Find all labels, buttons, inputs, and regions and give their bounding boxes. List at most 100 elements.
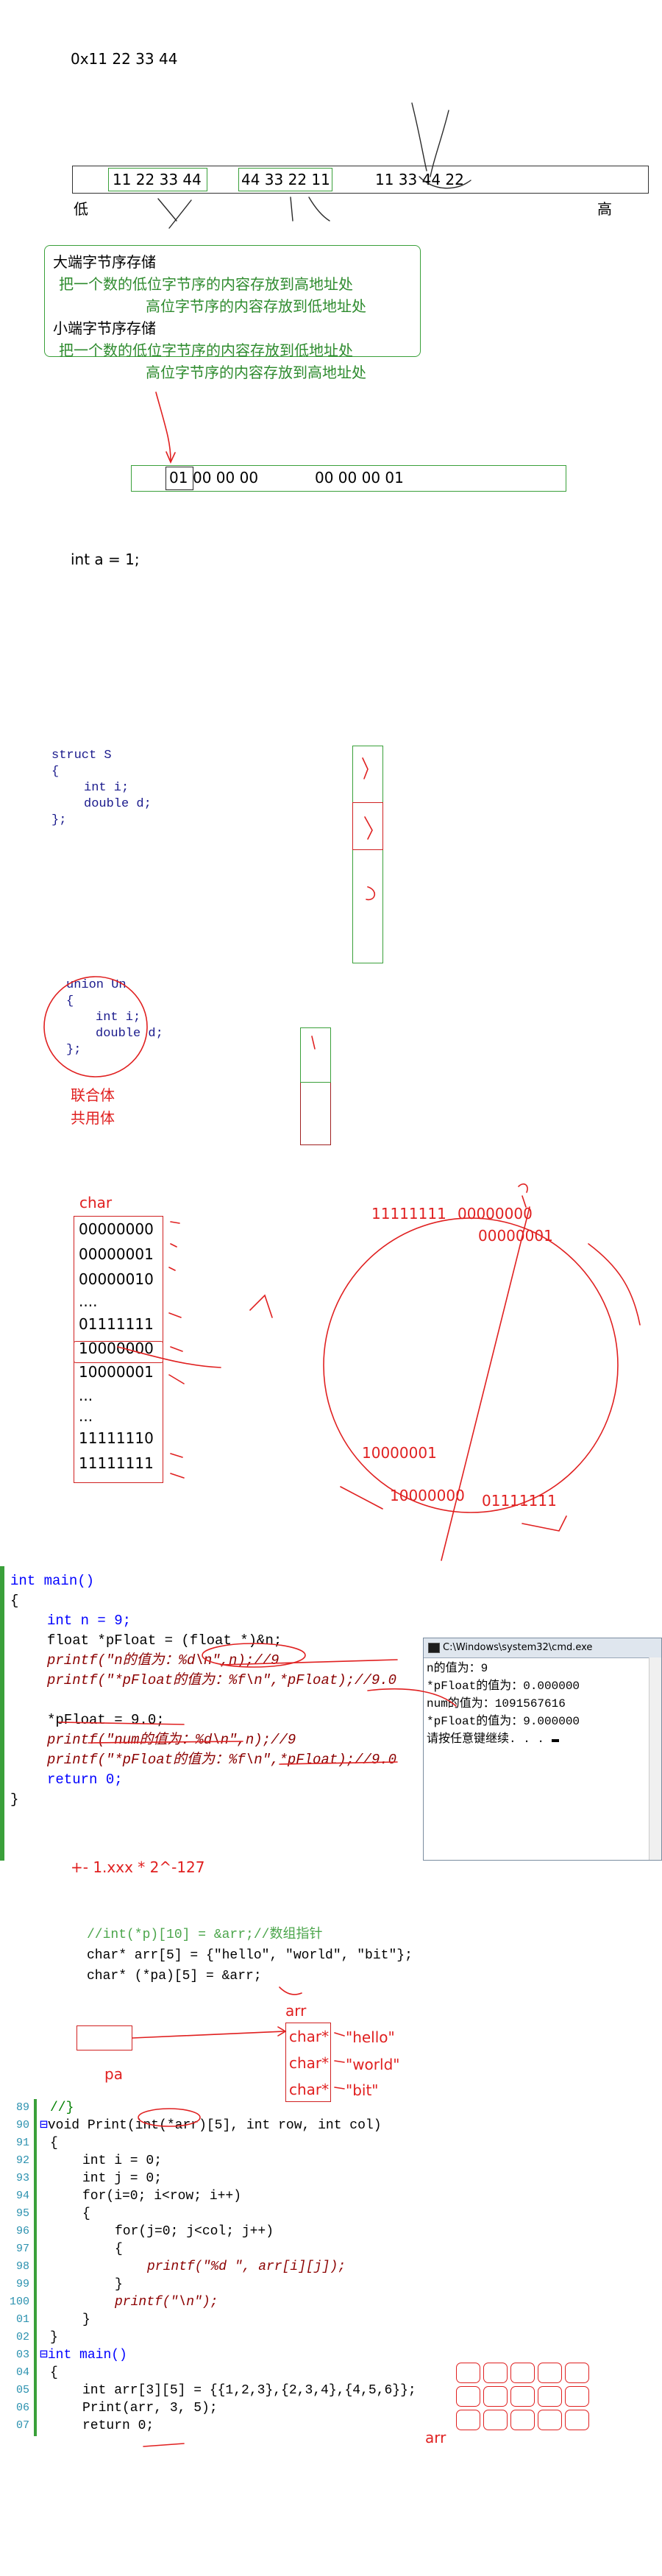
bar-left-bytes: 11 22 33 44 (113, 171, 202, 188)
float-code: int main() { int n = 9; float *pFloat = … (10, 1571, 396, 1810)
grid-cell (565, 2386, 589, 2407)
print-code-line: { (82, 2207, 90, 2221)
float-code-line: { (10, 1593, 19, 1609)
low-byte-box (166, 467, 193, 490)
console-titlebar[interactable]: C:\Windows\system32\cmd.exe (424, 1638, 661, 1658)
little-endian-box (238, 168, 332, 191)
circle-label-top-left: 11111111 (371, 1205, 446, 1222)
int-memory-bar (131, 465, 566, 492)
editor-gutter-2 (34, 2099, 37, 2436)
print-code-line: return 0; (82, 2418, 154, 2433)
editor-gutter (0, 1566, 4, 1861)
grid-cell (538, 2410, 562, 2430)
arr-underline (279, 1986, 302, 1995)
circle-label-bottom-left: 10000001 (362, 1444, 437, 1462)
little-endian-desc-1: 把一个数的低位字节序的内容存放到低地址处 (59, 342, 353, 359)
arrow-annotation (155, 392, 171, 461)
print-code-line: } (50, 2330, 58, 2345)
mem-bar-first: 01 (169, 469, 188, 486)
line-number: 95 (15, 2207, 29, 2220)
line-number: 90 (15, 2119, 29, 2131)
pointer-array-code: //int(*p)[10] = &arr;//数组指针 char* arr[5]… (87, 1925, 413, 1986)
cycle-note (340, 1486, 383, 1510)
char-row: 10000001 (79, 1363, 154, 1381)
line-number: 93 (15, 2172, 29, 2184)
float-link (367, 1688, 457, 1707)
grid-cell (510, 2386, 535, 2407)
big-endian-desc-1: 把一个数的低位字节序的内容存放到高地址处 (59, 275, 353, 293)
big-endian-box (108, 168, 207, 191)
float-code-line: printf("num的值为：%d\n",n);//9 (47, 1732, 296, 1748)
line-number: 100 (9, 2296, 29, 2308)
print-code-line: printf("%d ", arr[i][j]); (147, 2260, 346, 2274)
union-line: union Un (66, 978, 127, 992)
pa-label: pa (104, 2065, 123, 2083)
char-row: 11111110 (79, 1429, 154, 1447)
print-code: //} ⊟void Print(int(*arr)[5], int row, i… (40, 2099, 416, 2435)
big-endian-desc-2: 高位字节序的内容存放到低地址处 (146, 297, 366, 315)
line-number: 92 (15, 2154, 29, 2167)
low-label: 低 (74, 200, 88, 218)
char-row: .... (79, 1292, 98, 1310)
bar-right-bytes: 11 33 44 22 (375, 171, 464, 188)
cycle-arrow (249, 1294, 273, 1318)
union-label-1: 联合体 (71, 1086, 115, 1104)
console-scrollbar[interactable] (649, 1657, 661, 1860)
line-number: 99 (15, 2278, 29, 2290)
print-underline (143, 2443, 185, 2447)
console-line: *pFloat的值为：9.000000 (427, 1715, 580, 1728)
arr-grid (456, 2363, 593, 2433)
print-code-line: { (50, 2366, 58, 2380)
pointer-code-comment: //int(*p)[10] = &arr;//数组指针 (87, 1928, 323, 1942)
print-code-line: ⊟int main() (40, 2348, 127, 2363)
char-row: 01111111 (79, 1315, 154, 1333)
char-row: 11111111 (79, 1454, 154, 1472)
float-code-line: return 0; (47, 1772, 123, 1788)
grid-cell (483, 2363, 508, 2383)
grid-cell (483, 2410, 508, 2430)
print-code-line: int j = 0; (82, 2171, 163, 2186)
line-number: 89 (15, 2101, 29, 2114)
little-endian-title: 小端字节序存储 (53, 319, 156, 337)
print-code-line: for(j=0; j<col; j++) (115, 2224, 274, 2239)
print-code-line: int i = 0; (82, 2154, 163, 2168)
float-underline (220, 1659, 398, 1666)
char-row: 00000010 (79, 1270, 154, 1288)
union-line: int i; (96, 1011, 141, 1025)
float-code-line: int main() (10, 1573, 95, 1589)
float-highlight (202, 1643, 306, 1668)
grid-cell (456, 2410, 480, 2430)
struct-mark (362, 757, 369, 779)
print-code-line: printf("\n"); (115, 2295, 218, 2310)
dark-doodle (411, 102, 427, 171)
console-line: *pFloat的值为：0.000000 (427, 1680, 580, 1693)
arrow-head-annotation (277, 2026, 287, 2037)
char-side-notes (168, 1221, 185, 1479)
print-code-line: } (82, 2313, 90, 2327)
endian-definition-box (44, 245, 421, 357)
line-number: 97 (15, 2243, 29, 2255)
line-number: 03 (15, 2349, 29, 2361)
print-code-line: int arr[3][5] = {{1,2,3},{2,3,4},{4,5,6}… (82, 2383, 416, 2398)
pointer-cell: char* (289, 2054, 330, 2072)
union-line: }; (66, 1043, 82, 1057)
grid-cell (538, 2363, 562, 2383)
struct-line: }; (51, 813, 67, 827)
console-line: 请按任意键继续. . . (427, 1730, 658, 1748)
print-signature: void Print(int(*arr)[5], int row, int co… (47, 2118, 382, 2133)
float-underline (88, 1741, 243, 1744)
dark-doodle (419, 176, 471, 189)
line-number: 07 (15, 2419, 29, 2432)
print-code-line: } (115, 2277, 123, 2292)
high-label: 高 (597, 200, 612, 218)
struct-line: double d; (84, 797, 152, 811)
grid-label: arr (425, 2429, 446, 2446)
line-number: 94 (15, 2190, 29, 2202)
arr-label: arr (285, 2002, 307, 2020)
mem-bar-right: 00 00 00 01 (315, 469, 404, 486)
pointer-array-box: char* char* char* (285, 2023, 331, 2102)
console-window[interactable]: C:\Windows\system32\cmd.exe n的值为：9 *pFlo… (423, 1638, 662, 1861)
print-main: int main() (47, 2348, 127, 2363)
struct-line: { (51, 765, 60, 779)
